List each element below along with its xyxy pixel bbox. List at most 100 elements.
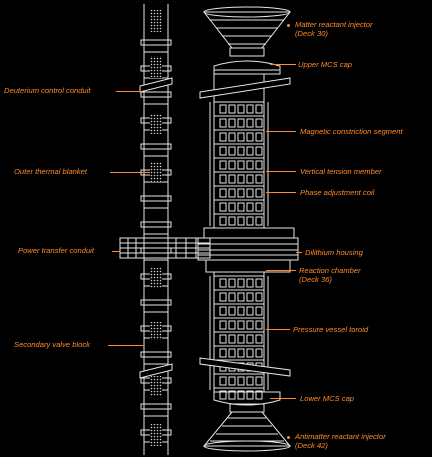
- leader-line: [266, 171, 296, 172]
- label-dilithium-housing: Dilithium housing: [305, 248, 363, 257]
- label-text: Vertical tension member: [300, 167, 382, 176]
- constriction-cell: [255, 118, 263, 128]
- packing-cell: [150, 376, 162, 396]
- constriction-cell: [228, 278, 236, 288]
- packing-cell: [150, 56, 162, 78]
- conduit-ring: [140, 91, 172, 98]
- leader-line: [296, 252, 302, 253]
- constriction-cell: [255, 320, 263, 330]
- constriction-cell: [246, 118, 254, 128]
- constriction-cell: [246, 216, 254, 226]
- constriction-cell: [255, 174, 263, 184]
- constriction-cell: [255, 216, 263, 226]
- constriction-cell: [255, 160, 263, 170]
- constriction-cell: [228, 202, 236, 212]
- constriction-cell: [246, 376, 254, 386]
- constriction-cell: [237, 146, 245, 156]
- constriction-cell: [219, 306, 227, 316]
- label-phase-coil: Phase adjustment coil: [300, 188, 374, 197]
- constriction-cell: [228, 348, 236, 358]
- label-text: Matter reactant injector: [295, 20, 373, 29]
- constriction-cell: [219, 320, 227, 330]
- deuterium-conduit-column: [139, 4, 173, 455]
- label-text: Pressure vessel toroid: [293, 325, 369, 334]
- constriction-cell: [228, 390, 236, 400]
- constriction-cell: [246, 320, 254, 330]
- constriction-cell: [237, 118, 245, 128]
- constriction-cell: [228, 132, 236, 142]
- constriction-cell: [237, 188, 245, 198]
- constriction-cell: [255, 292, 263, 302]
- conduit-ring: [140, 195, 172, 202]
- label-subtext: (Deck 36): [299, 275, 332, 284]
- power-transfer-conduit: [119, 237, 211, 259]
- constriction-cell: [219, 132, 227, 142]
- label-text: Magnetic constriction segment: [300, 127, 403, 136]
- label-text: Deuterium control conduit: [4, 86, 91, 95]
- label-power-conduit: Power transfer conduit: [18, 246, 94, 255]
- label-antimatter-injector: Antimatter reactant injector (Deck 42): [295, 432, 386, 450]
- constriction-cell: [237, 390, 245, 400]
- constriction-cell: [219, 376, 227, 386]
- constriction-cell: [228, 376, 236, 386]
- constriction-cell: [228, 104, 236, 114]
- label-text: Lower MCS cap: [300, 394, 355, 403]
- constriction-cell: [219, 390, 227, 400]
- constriction-cell: [237, 278, 245, 288]
- constriction-cell: [219, 334, 227, 344]
- packing-cell: [150, 424, 162, 446]
- packing-cell: [150, 268, 162, 288]
- constriction-cell: [219, 104, 227, 114]
- constriction-cell: [228, 118, 236, 128]
- constriction-cell: [237, 334, 245, 344]
- constriction-cell: [246, 202, 254, 212]
- label-secondary-valve: Secondary valve block: [14, 340, 90, 349]
- constriction-cell: [255, 306, 263, 316]
- leader-line: [110, 172, 150, 173]
- label-text: Antimatter reactant injector: [295, 432, 386, 441]
- conduit-ring: [140, 403, 172, 410]
- constriction-cell: [228, 216, 236, 226]
- constriction-cell: [219, 348, 227, 358]
- leader-line: [270, 398, 296, 399]
- constriction-cell: [219, 160, 227, 170]
- constriction-cell: [237, 348, 245, 358]
- constriction-cell: [219, 216, 227, 226]
- leader-dot: [287, 436, 290, 439]
- label-text: Dilithium housing: [305, 248, 363, 257]
- conduit-ring: [140, 39, 172, 46]
- label-deuterium-conduit: Deuterium control conduit: [4, 86, 91, 95]
- constriction-cell: [255, 390, 263, 400]
- constriction-cell: [246, 390, 254, 400]
- constriction-cell: [228, 174, 236, 184]
- leader-line: [266, 131, 296, 132]
- constriction-cell: [246, 174, 254, 184]
- label-subtext: (Deck 42): [295, 441, 328, 450]
- label-magnetic-segment: Magnetic constriction segment: [300, 127, 403, 136]
- constriction-cell: [219, 174, 227, 184]
- dilithium-housing: [197, 237, 299, 261]
- constriction-cell: [255, 348, 263, 358]
- constriction-cell: [255, 202, 263, 212]
- constriction-cell: [219, 202, 227, 212]
- constriction-cell: [237, 202, 245, 212]
- conduit-ring: [140, 351, 172, 358]
- constriction-cell: [228, 146, 236, 156]
- label-upper-mcs-cap: Upper MCS cap: [298, 60, 352, 69]
- label-pressure-toroid: Pressure vessel toroid: [293, 325, 368, 334]
- constriction-cell: [219, 118, 227, 128]
- constriction-cell: [219, 278, 227, 288]
- constriction-cell: [255, 376, 263, 386]
- constriction-cell: [228, 188, 236, 198]
- label-text: Secondary valve block: [14, 340, 90, 349]
- constriction-cell: [246, 132, 254, 142]
- dilithium-housing-top: [203, 227, 295, 239]
- constriction-cell: [228, 292, 236, 302]
- constriction-cell: [246, 306, 254, 316]
- packing-cell: [150, 114, 162, 134]
- label-subtext: (Deck 30): [295, 29, 328, 38]
- constriction-cell: [255, 146, 263, 156]
- constriction-cell: [246, 278, 254, 288]
- label-text: Upper MCS cap: [298, 60, 353, 69]
- leader-line: [108, 345, 144, 346]
